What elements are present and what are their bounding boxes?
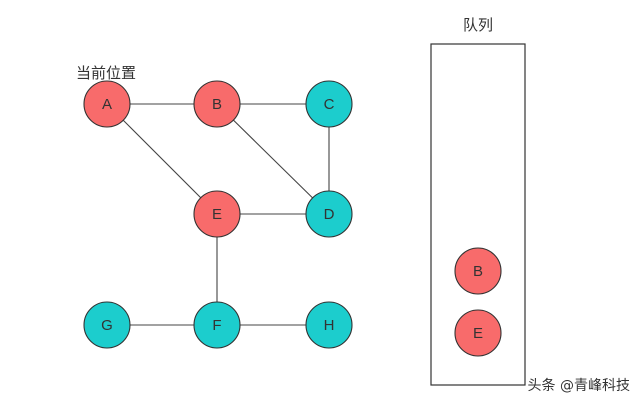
graph-nodes: A B C D E F G H [83, 80, 353, 349]
node-g-circle [83, 301, 131, 349]
queue-item-e: E [454, 309, 502, 357]
node-f-label: F [212, 317, 221, 334]
queue-label: 队列 [463, 16, 493, 34]
node-d: D [305, 190, 353, 238]
node-b-label: B [212, 96, 222, 113]
queue-items: BE [454, 247, 502, 357]
edge-a-e [106, 103, 218, 215]
node-f: F [193, 301, 241, 349]
node-a-circle [83, 80, 131, 128]
queue-item-b: B [454, 247, 502, 295]
queue-item-b-circle [454, 247, 502, 295]
node-e-circle [193, 190, 241, 238]
node-e: E [193, 190, 241, 238]
node-e-label: E [212, 206, 222, 223]
node-g: G [83, 301, 131, 349]
node-h: H [305, 301, 353, 349]
queue-box [430, 43, 526, 386]
node-c-circle [305, 80, 353, 128]
node-c: C [305, 80, 353, 128]
queue-item-b-label: B [473, 263, 483, 280]
current-position-label: 当前位置 [76, 64, 136, 82]
node-b: B [193, 80, 241, 128]
node-h-label: H [324, 317, 335, 334]
node-f-circle [193, 301, 241, 349]
edge-b-d [216, 103, 330, 215]
node-a: A [83, 80, 131, 128]
node-d-label: D [324, 206, 335, 223]
node-d-circle [305, 190, 353, 238]
node-h-circle [305, 301, 353, 349]
queue-item-e-circle [454, 309, 502, 357]
node-c-label: C [324, 96, 335, 113]
node-g-label: G [101, 317, 113, 334]
node-a-label: A [102, 96, 112, 113]
node-b-circle [193, 80, 241, 128]
watermark: 头条 @青峰科技 [527, 378, 630, 394]
queue-item-e-label: E [473, 325, 483, 342]
